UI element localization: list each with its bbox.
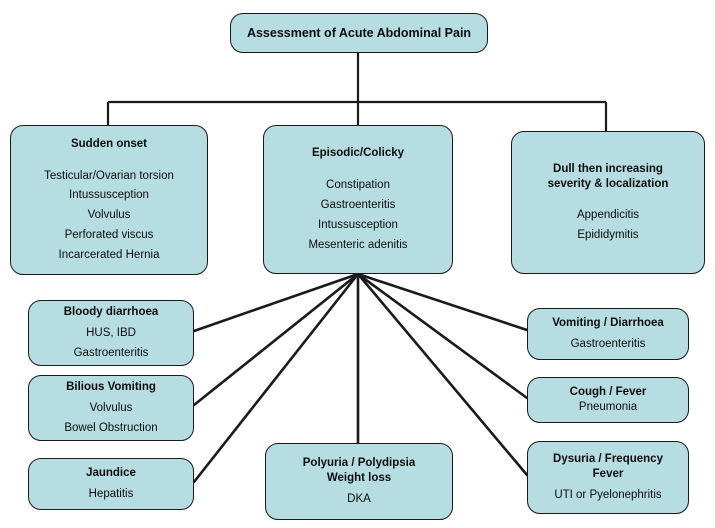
node-bloody-diarrhoea-item-1: Gastroenteritis (73, 347, 149, 360)
connector-fan-bloody-diarrhoea (192, 272, 360, 333)
node-bilious-vomiting-item-1: Bowel Obstruction (64, 422, 158, 435)
node-vomiting-diarrhoea-header: Vomiting / Diarrhoea (552, 316, 664, 329)
node-episodic-colicky-item-3: Mesenteric adenitis (308, 238, 408, 251)
node-bloody-diarrhoea-header: Bloody diarrhoea (63, 305, 159, 318)
node-sudden-onset-item-3: Perforated viscus (64, 229, 154, 242)
node-episodic-colicky-item-1: Gastroenteritis (320, 198, 396, 211)
node-episodic-colicky-item-0: Constipation (326, 178, 390, 191)
node-dysuria-frequency-item-0: UTI or Pyelonephritis (554, 489, 662, 502)
node-bilious-vomiting[interactable]: Bilious Vomiting Volvulus Bowel Obstruct… (28, 375, 194, 441)
node-sudden-onset-item-0: Testicular/Ovarian torsion (44, 169, 174, 182)
node-polyuria-polydipsia-header: Polyuria / Polydipsia Weight loss (302, 456, 416, 484)
connector-fan-bilious-vomiting (192, 272, 360, 407)
node-sudden-onset-item-1: Intussusception (69, 189, 149, 202)
node-dysuria-frequency[interactable]: Dysuria / Frequency Fever UTI or Pyelone… (527, 441, 689, 514)
node-bilious-vomiting-item-0: Volvulus (89, 402, 133, 415)
node-dull-increasing-item-1: Epididymitis (577, 229, 639, 242)
node-sudden-onset-header: Sudden onset (70, 137, 148, 150)
node-jaundice-item-0: Hepatitis (88, 488, 134, 501)
node-polyuria-polydipsia[interactable]: Polyuria / Polydipsia Weight loss DKA (265, 443, 453, 520)
node-dysuria-frequency-header: Dysuria / Frequency Fever (553, 452, 663, 480)
node-bloody-diarrhoea[interactable]: Bloody diarrhoea HUS, IBD Gastroenteriti… (28, 300, 194, 366)
node-episodic-colicky-header: Episodic/Colicky (311, 147, 405, 160)
node-dull-increasing[interactable]: Dull then increasing severity & localiza… (511, 131, 705, 274)
node-sudden-onset-item-2: Volvulus (87, 209, 131, 222)
node-sudden-onset-item-4: Incarcerated Hernia (58, 249, 160, 262)
node-cough-fever-header: Cough / Fever (569, 386, 647, 399)
node-sudden-onset[interactable]: Sudden onset Testicular/Ovarian torsion … (10, 125, 208, 275)
node-root-label: Assessment of Acute Abdominal Pain (246, 26, 472, 40)
node-jaundice-header: Jaundice (86, 466, 136, 479)
node-cough-fever-item-0: Pneumonia (578, 400, 638, 413)
node-episodic-colicky[interactable]: Episodic/Colicky Constipation Gastroente… (263, 125, 453, 274)
node-vomiting-diarrhoea-item-0: Gastroenteritis (570, 338, 646, 351)
node-bilious-vomiting-header: Bilious Vomiting (66, 380, 156, 393)
node-jaundice[interactable]: Jaundice Hepatitis (28, 458, 194, 510)
node-vomiting-diarrhoea[interactable]: Vomiting / Diarrhoea Gastroenteritis (527, 308, 689, 360)
node-root[interactable]: Assessment of Acute Abdominal Pain (230, 13, 488, 53)
connector-fan-vomiting-diarrhoea (356, 272, 529, 332)
node-dull-increasing-item-0: Appendicitis (576, 209, 639, 222)
connector-fan-cough-fever (356, 272, 529, 400)
node-bloody-diarrhoea-item-0: HUS, IBD (86, 327, 136, 340)
node-dull-increasing-header: Dull then increasing severity & localiza… (547, 162, 669, 190)
node-polyuria-polydipsia-item-0: DKA (347, 493, 371, 506)
node-episodic-colicky-item-2: Intussusception (318, 218, 398, 231)
node-cough-fever[interactable]: Cough / Fever Pneumonia (527, 377, 689, 423)
